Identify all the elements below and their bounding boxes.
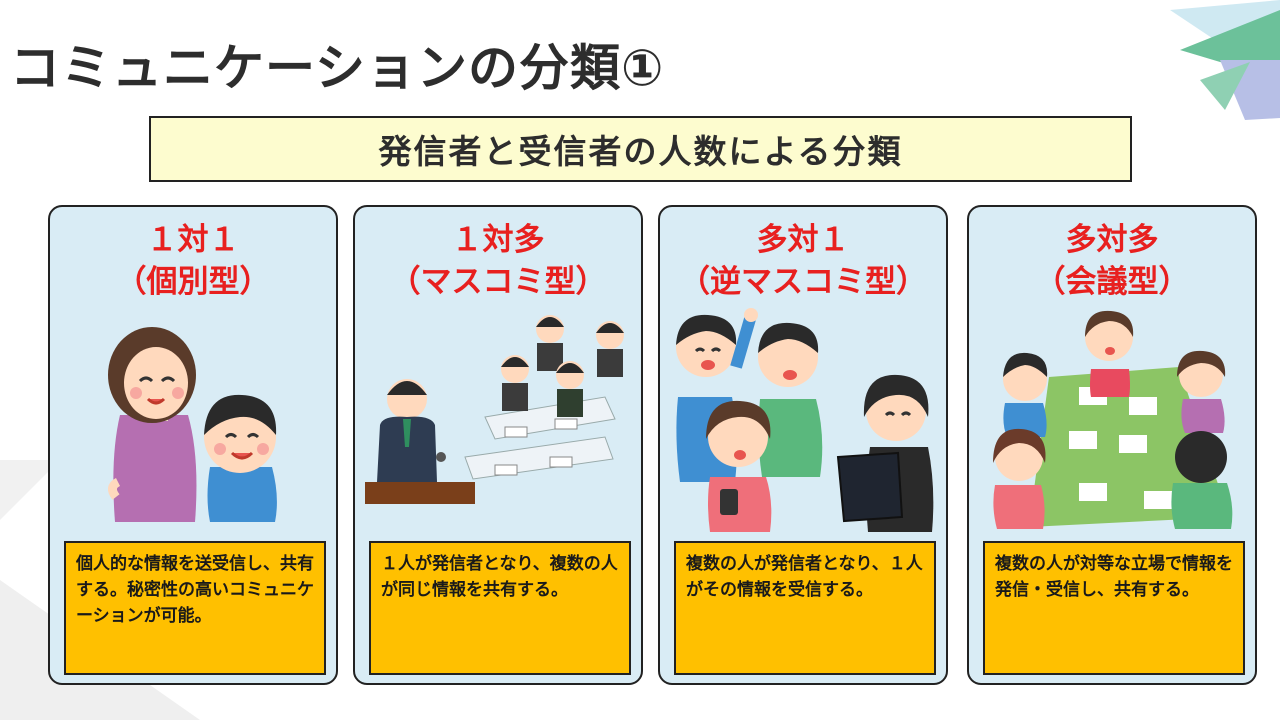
card-title: １対１ （個別型） (50, 219, 336, 303)
card-title-line1: １対多 (451, 222, 545, 258)
card-one-to-many: １対多 （マスコミ型） １人が発信者となり、複数の人が同じ情報を共有する。 (353, 205, 643, 685)
card-title-line2: （マスコミ型） (389, 264, 607, 300)
card-title: １対多 （マスコミ型） (355, 219, 641, 303)
one-to-one-illustration (108, 327, 277, 522)
card-many-to-one: 多対１ （逆マスコミ型） 複数の人が発信者となり、１人がその情報を受信する。 (658, 205, 948, 685)
card-many-to-many: 多対多 （会議型） 複数の人が対等な立場で情報を発信・受信し、共有する。 (967, 205, 1257, 685)
card-title-line2: （逆マスコミ型） (679, 264, 927, 300)
card-description: 複数の人が発信者となり、１人がその情報を受信する。 (674, 541, 936, 675)
card-title-line1: 多対多 (1065, 222, 1159, 258)
card-title-line1: １対１ (146, 222, 240, 258)
page-title: コミュニケーションの分類① (10, 39, 665, 97)
card-description: １人が発信者となり、複数の人が同じ情報を共有する。 (369, 541, 631, 675)
press-conference-illustration (365, 315, 624, 504)
corner-decoration (1170, 0, 1280, 120)
subtitle-box: 発信者と受信者の人数による分類 (149, 116, 1132, 182)
card-title-line2: （個別型） (115, 264, 271, 300)
subtitle-text: 発信者と受信者の人数による分類 (378, 132, 903, 171)
card-description: 個人的な情報を送受信し、共有する。秘密性の高いコミュニケーションが可能。 (64, 541, 326, 675)
card-title: 多対１ （逆マスコミ型） (660, 219, 946, 303)
card-title: 多対多 （会議型） (969, 219, 1255, 303)
card-title-line2: （会議型） (1034, 264, 1190, 300)
card-description: 複数の人が対等な立場で情報を発信・受信し、共有する。 (983, 541, 1245, 675)
raising-hands-illustration (676, 308, 934, 532)
card-one-to-one: １対１ （個別型） 個人的な情報を送受信し、共有する。秘密性の高いコミュニケーシ… (48, 205, 338, 685)
card-title-line1: 多対１ (756, 222, 850, 258)
meeting-table-illustration (993, 310, 1233, 529)
